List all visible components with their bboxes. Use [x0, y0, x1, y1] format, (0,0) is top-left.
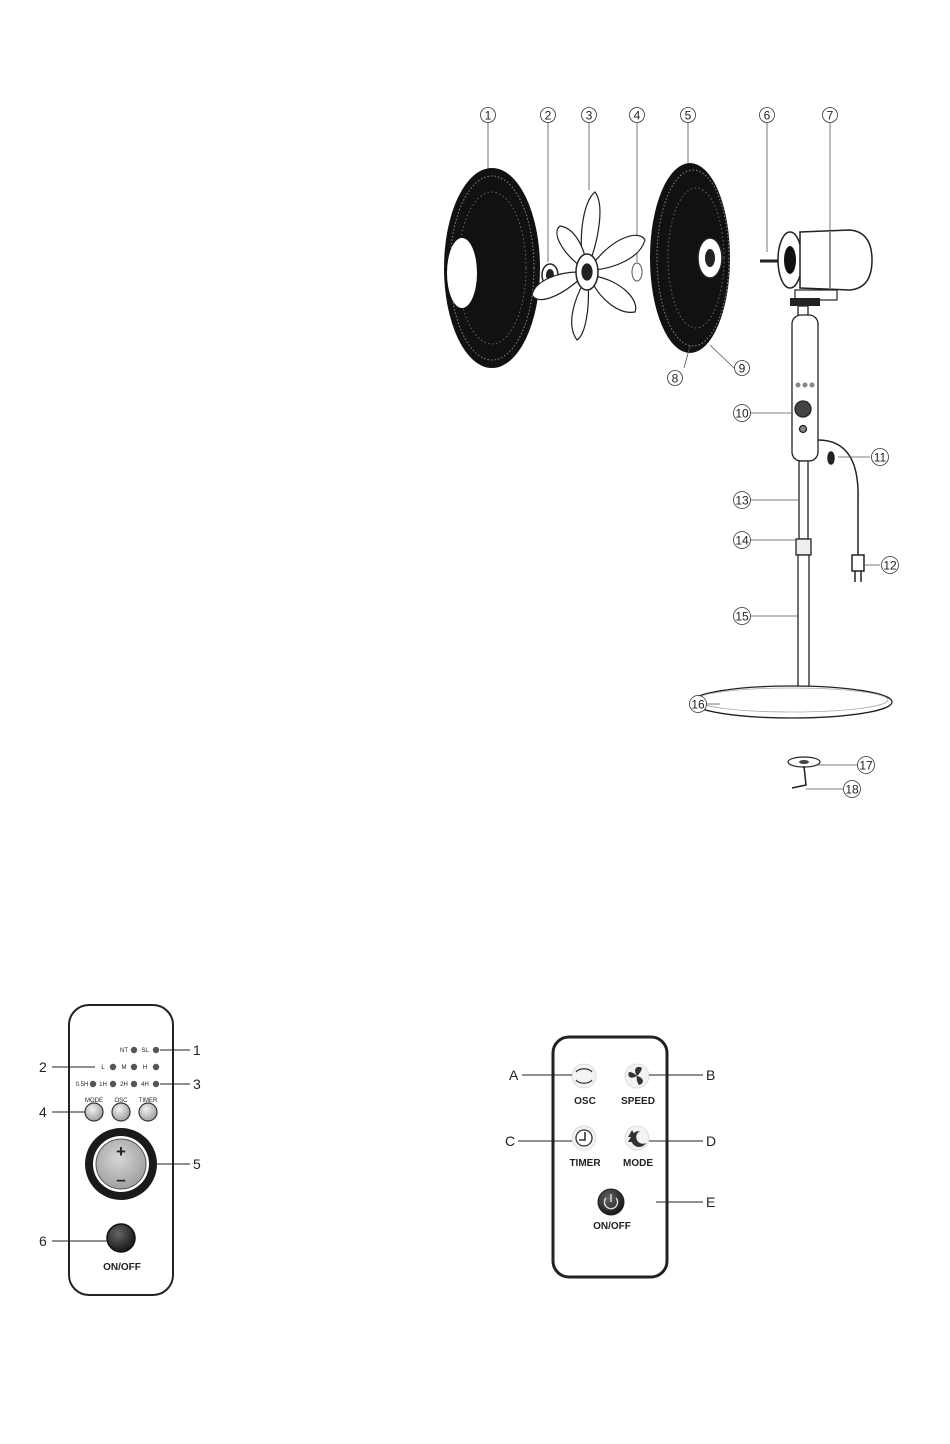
remote-power-button[interactable]: [598, 1189, 624, 1215]
panel-callout-5: 5: [193, 1156, 201, 1172]
svg-text:7: 7: [827, 109, 834, 123]
remote-osc-label: OSC: [574, 1096, 596, 1107]
remote-speed-label: SPEED: [621, 1096, 655, 1107]
led-4h: [153, 1081, 159, 1087]
remote-callout-b: B: [706, 1067, 715, 1083]
fan-callout-15: 15: [734, 608, 751, 625]
panel-osc-button[interactable]: OSC: [112, 1098, 130, 1121]
led-l: [110, 1064, 116, 1070]
fan-callout-2: 2: [541, 108, 556, 123]
remote-timer-button[interactable]: [572, 1126, 596, 1150]
svg-text:12: 12: [883, 559, 897, 573]
remote-osc-button[interactable]: [572, 1064, 596, 1088]
blade-nut: [632, 263, 642, 281]
led-1h: [110, 1081, 116, 1087]
fan-callout-1: 1: [481, 108, 496, 123]
motor-housing: [760, 230, 872, 306]
svg-text:1: 1: [485, 109, 492, 123]
svg-text:4H: 4H: [141, 1082, 149, 1088]
panel-timer-button[interactable]: TIMER: [139, 1098, 158, 1121]
svg-text:3: 3: [586, 109, 593, 123]
panel-callout-1: 1: [193, 1042, 201, 1058]
fan-callout-9: 9: [735, 361, 750, 376]
svg-text:H: H: [143, 1065, 147, 1071]
remote-speed-button[interactable]: [625, 1064, 649, 1088]
remote-power-label: ON/OFF: [593, 1221, 631, 1232]
panel-power-button[interactable]: [107, 1224, 135, 1252]
svg-text:0.5H: 0.5H: [76, 1082, 89, 1088]
svg-text:2H: 2H: [120, 1082, 128, 1088]
svg-text:17: 17: [859, 759, 873, 773]
panel-power-label: ON/OFF: [103, 1262, 141, 1273]
fan-callout-17: 17: [858, 757, 875, 774]
remote-mode-button[interactable]: [625, 1126, 649, 1150]
panel-callout-3: 3: [193, 1076, 201, 1092]
front-grille: [444, 168, 540, 368]
svg-text:13: 13: [735, 494, 749, 508]
fan-callout-7: 7: [823, 108, 838, 123]
svg-text:4: 4: [634, 109, 641, 123]
fan-callout-4: 4: [630, 108, 645, 123]
fan-callout-8: 8: [668, 371, 683, 386]
remote-timer-label: TIMER: [569, 1158, 601, 1169]
svg-text:15: 15: [735, 610, 749, 624]
panel-callout-6: 6: [39, 1233, 47, 1249]
fan-callout-5: 5: [681, 108, 696, 123]
dial-plus-label: +: [116, 1142, 126, 1161]
remote-callout-d: D: [706, 1133, 716, 1149]
remote-callout-a: A: [509, 1067, 519, 1083]
svg-text:14: 14: [735, 534, 749, 548]
remote-callout-c: C: [505, 1133, 515, 1149]
led-h: [153, 1064, 159, 1070]
svg-text:M: M: [122, 1065, 127, 1071]
fan-callout-11: 11: [872, 449, 889, 466]
fan-callout-6: 6: [760, 108, 775, 123]
led-m: [131, 1064, 137, 1070]
remote-control: OSC SPEED TIMER: [505, 1037, 716, 1277]
base-bolt: [788, 757, 820, 788]
fan-callout-13: 13: [734, 492, 751, 509]
svg-text:9: 9: [739, 362, 746, 376]
led-2h: [131, 1081, 137, 1087]
svg-text:6: 6: [764, 109, 771, 123]
speed-dial[interactable]: + –: [85, 1128, 157, 1200]
svg-text:10: 10: [735, 407, 749, 421]
svg-text:1H: 1H: [99, 1082, 107, 1088]
svg-text:5: 5: [685, 109, 692, 123]
fan-callout-10: 10: [734, 405, 751, 422]
exploded-fan-drawing: [444, 122, 892, 789]
rear-grille: [650, 163, 734, 368]
remote-mode-label: MODE: [623, 1158, 653, 1169]
power-cord: [818, 440, 864, 582]
fan-callout-18: 18: [844, 781, 861, 798]
svg-text:16: 16: [691, 698, 705, 712]
led-sl: [153, 1047, 159, 1053]
fan-callout-12: 12: [882, 557, 899, 574]
svg-text:SL: SL: [141, 1048, 149, 1054]
dial-minus-label: –: [116, 1170, 125, 1189]
svg-text:2: 2: [545, 109, 552, 123]
stand: [692, 306, 892, 718]
fan-callout-3: 3: [582, 108, 597, 123]
fan-callout-14: 14: [734, 532, 751, 549]
control-panel: NT SL L M H 0.5H 1H 2H 4H MODE: [39, 1005, 201, 1295]
svg-text:NT: NT: [120, 1048, 128, 1054]
clock-icon: [576, 1130, 592, 1146]
led-nt: [131, 1047, 137, 1053]
panel-callout-2: 2: [39, 1059, 47, 1075]
panel-mode-button[interactable]: MODE: [85, 1098, 103, 1121]
led-05h: [90, 1081, 96, 1087]
svg-text:11: 11: [874, 451, 887, 465]
svg-text:8: 8: [672, 372, 679, 386]
remote-callout-e: E: [706, 1194, 715, 1210]
panel-callout-4: 4: [39, 1104, 47, 1120]
svg-text:18: 18: [845, 783, 859, 797]
fan-callout-16: 16: [690, 696, 707, 713]
